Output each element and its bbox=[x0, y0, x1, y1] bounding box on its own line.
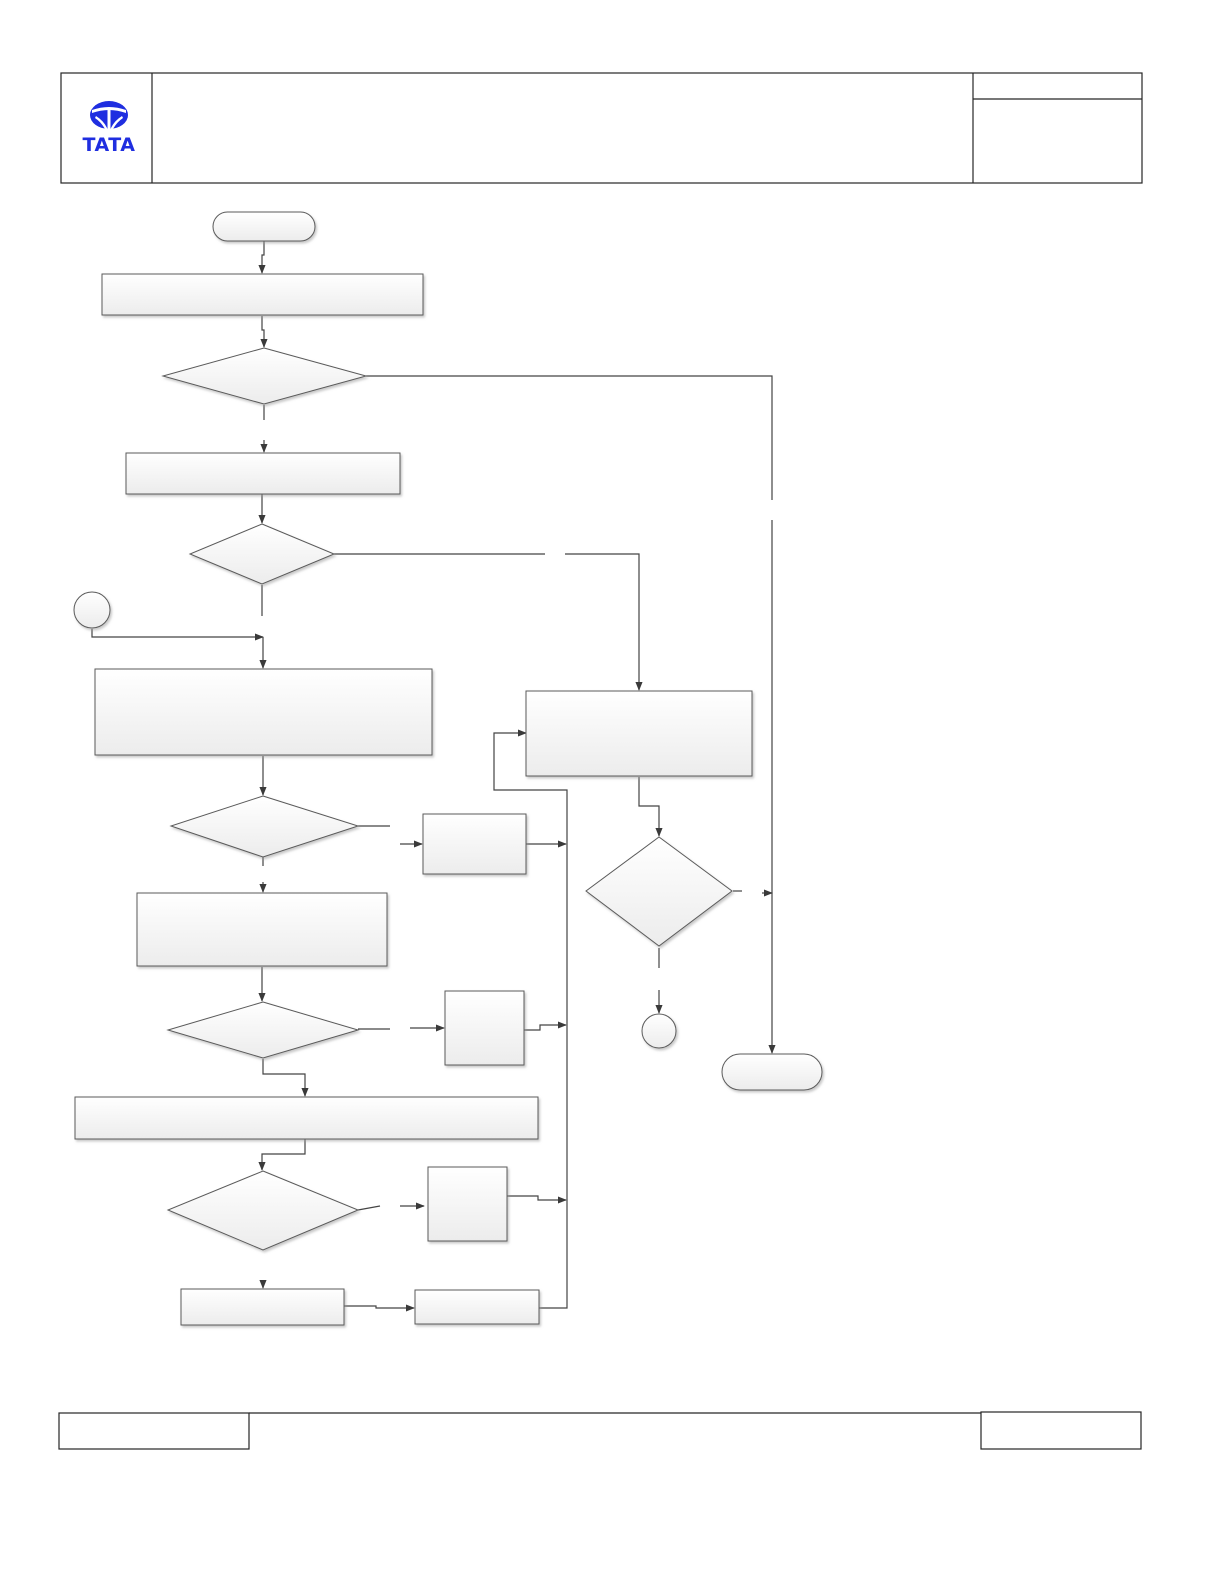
decision-5 bbox=[166, 1170, 360, 1251]
footer-frame bbox=[58, 1411, 1142, 1450]
connector bbox=[524, 1021, 567, 1031]
connector bbox=[262, 1059, 309, 1097]
connector-circle-left bbox=[73, 591, 111, 629]
connector bbox=[565, 553, 643, 691]
shapes bbox=[73, 211, 823, 1326]
decision-4 bbox=[166, 1001, 360, 1059]
logo-text: TATA bbox=[83, 134, 136, 156]
connector bbox=[260, 316, 268, 348]
end-terminator bbox=[721, 1053, 823, 1091]
process-box-wide bbox=[74, 1096, 539, 1140]
process-box-c bbox=[427, 1166, 508, 1242]
process-box-bottom bbox=[180, 1288, 345, 1326]
start-terminator bbox=[212, 211, 316, 242]
process-box-1 bbox=[101, 273, 424, 316]
process-box-2 bbox=[125, 452, 401, 495]
process-box-3 bbox=[94, 668, 433, 756]
tata-logo-icon: TATA bbox=[83, 101, 136, 156]
connector-circle-right bbox=[641, 1013, 677, 1049]
process-box-4 bbox=[136, 892, 388, 967]
process-box-a bbox=[422, 813, 527, 875]
connector bbox=[493, 729, 568, 1309]
connector bbox=[258, 241, 266, 274]
process-box-right bbox=[525, 690, 753, 777]
decision-3 bbox=[169, 795, 360, 858]
decision-1 bbox=[161, 347, 368, 405]
connector bbox=[344, 1304, 415, 1312]
header-frame bbox=[60, 72, 1143, 184]
connector bbox=[638, 777, 663, 837]
connector bbox=[357, 1205, 381, 1211]
process-box-b bbox=[444, 990, 525, 1066]
decision-2 bbox=[188, 523, 336, 585]
connector bbox=[91, 629, 264, 641]
connectors bbox=[91, 241, 776, 1312]
connector bbox=[258, 1139, 306, 1171]
connector bbox=[366, 375, 773, 500]
process-box-bottom-right bbox=[414, 1289, 540, 1325]
connector bbox=[507, 1195, 567, 1204]
decision-6 bbox=[585, 836, 733, 947]
